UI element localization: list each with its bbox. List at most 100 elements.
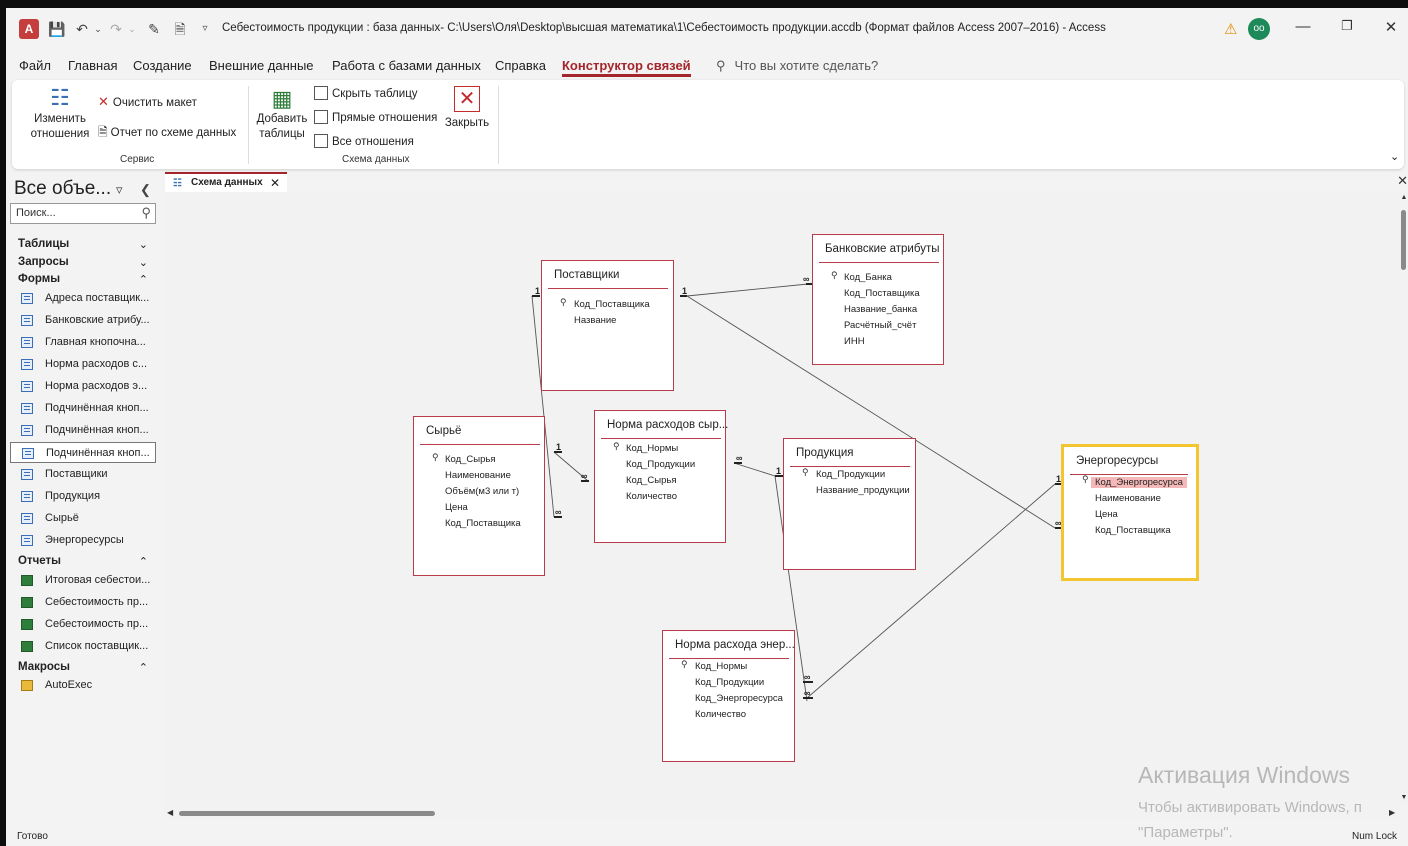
redo-icon[interactable]: ↷ [110, 21, 122, 37]
field[interactable]: Цена [1095, 509, 1118, 520]
nav-report-item[interactable]: Итоговая себестои... [10, 570, 156, 591]
field[interactable]: Код_Поставщика [1095, 525, 1171, 536]
field[interactable]: ИНН [844, 336, 865, 347]
nav-form-item[interactable]: Подчинённая кноп... [10, 398, 156, 419]
scroll-left-icon[interactable]: ◀ [167, 808, 174, 817]
tab-relationship-design[interactable]: Конструктор связей [562, 58, 691, 77]
nav-menu-chevron-icon[interactable]: ▿ [116, 182, 123, 197]
close-relationships-button[interactable]: ✕ Закрыть [444, 86, 490, 131]
nav-group-queries[interactable]: Запросы⌄ [18, 256, 148, 269]
add-tables-button[interactable]: ▦ Добавить таблицы [252, 86, 312, 142]
nav-group-macros[interactable]: Макросы⌃ [18, 661, 148, 674]
field[interactable]: Код_Продукции [816, 469, 886, 480]
close-tab-icon[interactable]: ✕ [270, 176, 281, 190]
field[interactable]: Код_Нормы [695, 661, 748, 672]
scroll-down-icon[interactable]: ▼ [1400, 794, 1408, 801]
field[interactable]: Код_Поставщика [574, 299, 650, 310]
clear-layout-button[interactable]: ✕Очистить макет [98, 94, 197, 110]
field[interactable]: Код_Банка [844, 272, 892, 283]
nav-form-item[interactable]: Подчинённая кноп... [10, 420, 156, 441]
field[interactable]: Код_Нормы [626, 443, 679, 454]
nav-search-input[interactable]: Поиск... ⚲ [10, 203, 156, 224]
form-mode-icon[interactable]: ✎ [148, 21, 160, 37]
field[interactable]: Объём(м3 или т) [445, 486, 520, 497]
field[interactable]: Цена [445, 502, 468, 513]
field[interactable]: Код_Сырья [445, 454, 496, 465]
customize-toolbar-icon[interactable]: ▿ [202, 23, 208, 34]
relationship-report-button[interactable]: 🗎Отчет по схеме данных [98, 123, 236, 144]
field[interactable]: Количество [626, 491, 678, 502]
minimize-button[interactable]: — [1295, 18, 1311, 35]
nav-form-item[interactable]: Банковские атрибу... [10, 310, 156, 331]
nav-macro-item[interactable]: AutoExec [10, 675, 156, 696]
tab-file[interactable]: Файл [19, 58, 51, 73]
table-bank-attributes[interactable]: Банковские атрибуты ⚲ Код_Банка Код_Пост… [812, 234, 944, 365]
field[interactable]: Название [574, 315, 617, 326]
field[interactable]: Количество [695, 709, 747, 720]
field[interactable]: Код_Продукции [695, 677, 765, 688]
nav-form-item[interactable]: Адреса поставщик... [10, 288, 156, 309]
close-window-button[interactable]: ✕ [1384, 19, 1398, 36]
field[interactable]: Наименование [1095, 493, 1161, 504]
undo-dropdown-icon[interactable]: ⌄ [94, 24, 102, 34]
collapse-ribbon-chevron-icon[interactable]: ⌄ [1390, 151, 1400, 163]
all-relationships-button[interactable]: Все отношения [314, 134, 414, 148]
hide-table-button[interactable]: Скрыть таблицу [314, 86, 418, 100]
vertical-scrollbar[interactable]: ▲ ▼ [1400, 192, 1408, 806]
scroll-right-icon[interactable]: ▶ [1389, 808, 1396, 817]
nav-form-item[interactable]: Норма расходов с... [10, 354, 156, 375]
table-raw-materials[interactable]: Сырьё ⚲ Код_Сырья Наименование Объём(м3 … [413, 416, 545, 576]
undo-icon[interactable]: ↶ [76, 21, 88, 37]
field[interactable]: Код_Сырья [626, 475, 677, 486]
field[interactable]: Код_Продукции [626, 459, 696, 470]
field[interactable]: Название_банка [844, 304, 918, 315]
nav-group-tables[interactable]: Таблицы⌄ [18, 238, 148, 251]
tab-relationships[interactable]: ☷ Схема данных ✕ [165, 172, 287, 192]
scroll-up-icon[interactable]: ▲ [1400, 194, 1408, 201]
tab-create[interactable]: Создание [133, 58, 192, 73]
nav-pane-title[interactable]: Все объе... [14, 178, 112, 199]
table-suppliers[interactable]: Поставщики ⚲ Код_Поставщика Название [541, 260, 674, 391]
nav-group-reports[interactable]: Отчеты⌃ [18, 555, 148, 568]
nav-form-item-selected[interactable]: Подчинённая кноп... [10, 442, 156, 463]
nav-collapse-icon[interactable]: ❮ [140, 182, 151, 197]
nav-report-item[interactable]: Себестоимость пр... [10, 592, 156, 613]
close-document-icon[interactable]: ✕ [1397, 173, 1408, 188]
vertical-scroll-thumb[interactable] [1401, 210, 1406, 270]
redo-dropdown-icon[interactable]: ⌄ [128, 24, 136, 34]
table-energy-consumption-norm[interactable]: Норма расхода энер... ⚲ Код_Нормы Код_Пр… [662, 630, 795, 762]
table-raw-consumption-norm[interactable]: Норма расходов сыр... ⚲ Код_Нормы Код_Пр… [594, 410, 728, 543]
nav-report-item[interactable]: Список поставщик... [10, 636, 156, 657]
horizontal-scrollbar[interactable]: ◀ ▶ [163, 806, 1400, 820]
field[interactable]: Наименование [445, 470, 511, 481]
edit-relationships-button[interactable]: ☷ Изменить отношения [20, 84, 100, 142]
nav-form-item[interactable]: Энергоресурсы [10, 530, 156, 551]
nav-form-item[interactable]: Главная кнопочна... [10, 332, 156, 353]
field[interactable]: Расчётный_счёт [844, 320, 917, 331]
restore-button[interactable]: ❐ [1341, 18, 1353, 33]
tab-home[interactable]: Главная [68, 58, 118, 73]
field[interactable]: Название_продукции [816, 485, 910, 496]
tab-help[interactable]: Справка [495, 58, 546, 73]
nav-form-item[interactable]: Норма расходов э... [10, 376, 156, 397]
field[interactable]: Код_Энергоресурса [695, 693, 783, 704]
field[interactable]: Код_Поставщика [445, 518, 521, 529]
horizontal-scroll-thumb[interactable] [179, 811, 435, 816]
warning-icon[interactable]: ⚠ [1224, 21, 1238, 38]
nav-form-item[interactable]: Сырьё [10, 508, 156, 529]
field[interactable]: Код_Поставщика [844, 288, 920, 299]
table-energy-resources[interactable]: Энергоресурсы ⚲ Код_Энергоресурса Наимен… [1061, 444, 1199, 581]
nav-report-item[interactable]: Себестоимость пр... [10, 614, 156, 635]
tab-external-data[interactable]: Внешние данные [209, 58, 314, 73]
avatar[interactable]: oo [1248, 18, 1270, 40]
save-icon[interactable]: 💾 [48, 21, 66, 37]
tab-database-tools[interactable]: Работа с базами данных [332, 58, 481, 73]
search-icon[interactable]: ⚲ [141, 205, 151, 220]
field-selected[interactable]: Код_Энергоресурса [1091, 477, 1187, 488]
table-products[interactable]: Продукция ⚲ Код_Продукции Название_проду… [783, 438, 916, 570]
relationships-canvas[interactable]: 1 1 ∞ 1 ∞ ∞ ∞ 1 ∞ ∞ 1 ∞ Поставщики ⚲ Код… [163, 192, 1400, 806]
nav-form-item[interactable]: Поставщики [10, 464, 156, 485]
tell-me-search[interactable]: ⚲Что вы хотите сделать? [716, 58, 878, 74]
direct-relationships-button[interactable]: Прямые отношения [314, 110, 437, 124]
nav-group-forms[interactable]: Формы⌃ [18, 273, 148, 286]
